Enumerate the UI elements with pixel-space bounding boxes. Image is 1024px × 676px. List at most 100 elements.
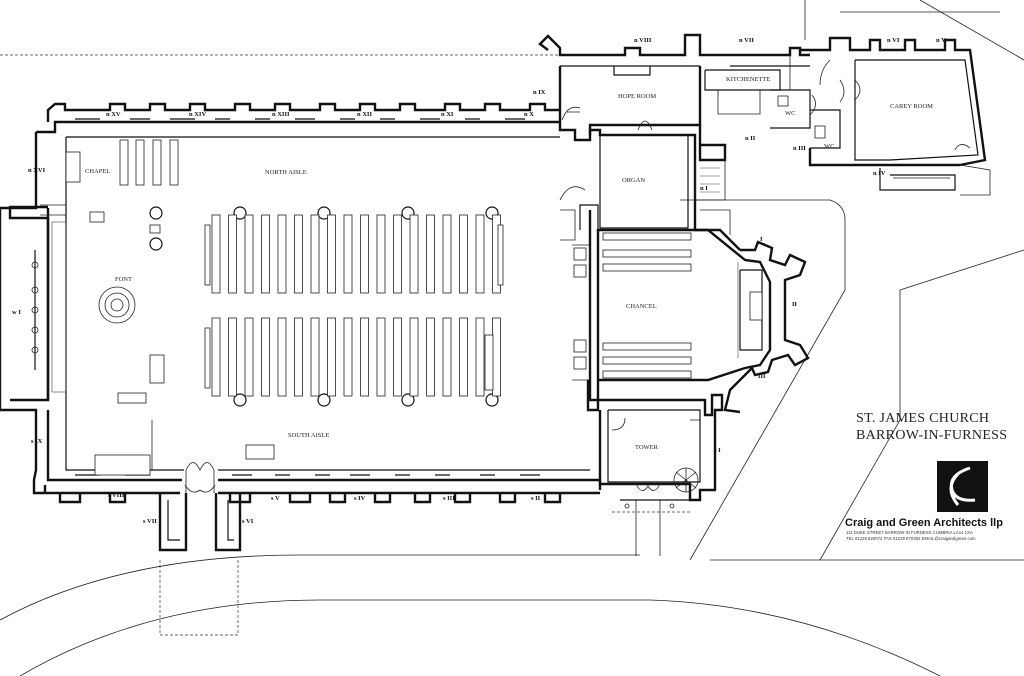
pew-south-block xyxy=(409,317,419,397)
pew-north-block xyxy=(475,214,485,294)
window-n-xv: n XV xyxy=(106,111,121,118)
pew-south-block xyxy=(310,317,320,397)
window-east-iii: III xyxy=(758,373,766,380)
chancel-stalls xyxy=(602,232,692,379)
pew-end xyxy=(204,224,211,286)
pew-south-block xyxy=(244,317,254,397)
window-labels: n XV n XIV n XIII n XII n XI n X n IX n … xyxy=(12,37,946,525)
window-n-viii: n VIII xyxy=(634,37,652,44)
pew-end xyxy=(484,334,494,391)
pew-south-block xyxy=(261,317,270,397)
window-n-v: n V xyxy=(936,37,946,44)
chancel-stall xyxy=(602,232,692,241)
north-annex xyxy=(538,33,991,235)
window-n-xiv: n XIV xyxy=(189,111,206,118)
pew-south-block xyxy=(327,317,336,397)
pew-north-block xyxy=(376,214,386,294)
pew-north-block xyxy=(459,214,468,294)
pew-south-block xyxy=(360,317,369,397)
window-n-vi: n VI xyxy=(887,37,900,44)
window-s-ii: s II xyxy=(531,495,541,502)
window-s-iv: s IV xyxy=(354,495,366,502)
pew-south-block xyxy=(343,317,353,397)
pew-north-block xyxy=(277,214,287,294)
pew-south-block xyxy=(211,317,221,397)
chancel-stall xyxy=(602,342,692,351)
pew-end xyxy=(497,224,504,286)
label-organ: ORGAN xyxy=(622,177,645,184)
pew-south-block xyxy=(393,317,402,397)
pew-south-block xyxy=(294,317,303,397)
window-n-xii: n XII xyxy=(357,111,372,118)
pew-south-block xyxy=(492,317,501,397)
window-s-ix: s IX xyxy=(31,438,43,445)
pew-south-block xyxy=(228,317,237,397)
label-hope-room: HOPE ROOM xyxy=(618,93,656,100)
window-s-v: s V xyxy=(271,495,280,502)
pew-south-block xyxy=(475,317,485,397)
pew-south-block xyxy=(277,317,287,397)
window-n-iii: n III xyxy=(793,145,806,152)
west-end xyxy=(51,139,275,476)
title-block: ST. JAMES CHURCH BARROW-IN-FURNESS Craig… xyxy=(845,411,1007,541)
east-end xyxy=(558,110,810,509)
room-labels: CHAPEL NORTH AISLE FONT SOUTH AISLE ORGA… xyxy=(85,76,933,451)
pew-north-block xyxy=(294,214,303,294)
chancel-stall xyxy=(602,263,692,272)
label-tower: TOWER xyxy=(635,444,659,451)
window-n-xi: n XI xyxy=(441,111,454,118)
window-east-i: I xyxy=(760,236,763,243)
pew-north-block xyxy=(343,214,353,294)
window-s-i: s I xyxy=(714,447,721,454)
nave-walls xyxy=(0,102,602,552)
pew-south-block xyxy=(376,317,386,397)
nave-pews xyxy=(204,214,504,397)
window-n-x: n X xyxy=(524,111,534,118)
drawing-title-line1: ST. JAMES CHURCH xyxy=(856,411,989,426)
window-n-xvi: n XVI xyxy=(28,167,46,174)
firm-logo xyxy=(937,461,988,512)
chancel-stall xyxy=(602,249,692,258)
firm-contact: TEL 01229 820072 FAX 01229 870392 EMAIL@… xyxy=(846,536,976,541)
label-south-aisle: SOUTH AISLE xyxy=(288,432,329,439)
firm-address: 111 DUKE STREET BARROW IN FURNESS CUMBRI… xyxy=(846,530,973,535)
label-chancel: CHANCEL xyxy=(626,303,657,310)
window-n-iv: n IV xyxy=(873,170,886,177)
window-s-viii: s VIII xyxy=(108,492,125,499)
label-carey-room: CAREY ROOM xyxy=(890,103,933,110)
window-s-vi: s VI xyxy=(242,518,254,525)
firm-name: Craig and Green Architects llp xyxy=(845,517,1003,529)
window-n-ii: n II xyxy=(745,135,756,142)
label-font: FONT xyxy=(115,276,132,283)
window-w-i: w I xyxy=(12,309,21,316)
chancel-stall xyxy=(602,356,692,365)
pew-end xyxy=(204,327,211,389)
pew-south-block xyxy=(442,317,452,397)
label-north-aisle: NORTH AISLE xyxy=(265,169,307,176)
font xyxy=(98,286,136,324)
pew-north-block xyxy=(360,214,369,294)
label-wc-2: WC xyxy=(824,143,834,150)
window-s-iii: s III xyxy=(443,495,455,502)
pew-north-block xyxy=(310,214,320,294)
pew-north-block xyxy=(426,214,435,294)
pew-north-block xyxy=(261,214,270,294)
window-n-xiii: n XIII xyxy=(272,111,290,118)
window-s-vii: s VII xyxy=(143,518,157,525)
pew-north-block xyxy=(211,214,221,294)
window-n-vii: n VII xyxy=(739,37,754,44)
window-n-i: n I xyxy=(700,185,708,192)
drawing-title-line2: BARROW-IN-FURNESS xyxy=(856,428,1007,443)
pew-south-block xyxy=(426,317,435,397)
pew-north-block xyxy=(228,214,237,294)
window-n-ix: n IX xyxy=(533,89,546,96)
label-wc-1: WC xyxy=(785,110,795,117)
pew-south-block xyxy=(459,317,468,397)
pew-north-block xyxy=(442,214,452,294)
pew-north-block xyxy=(393,214,402,294)
nave-columns xyxy=(149,206,499,407)
label-chapel: CHAPEL xyxy=(85,168,110,175)
label-kitchenette: KITCHENETTE xyxy=(726,76,770,83)
